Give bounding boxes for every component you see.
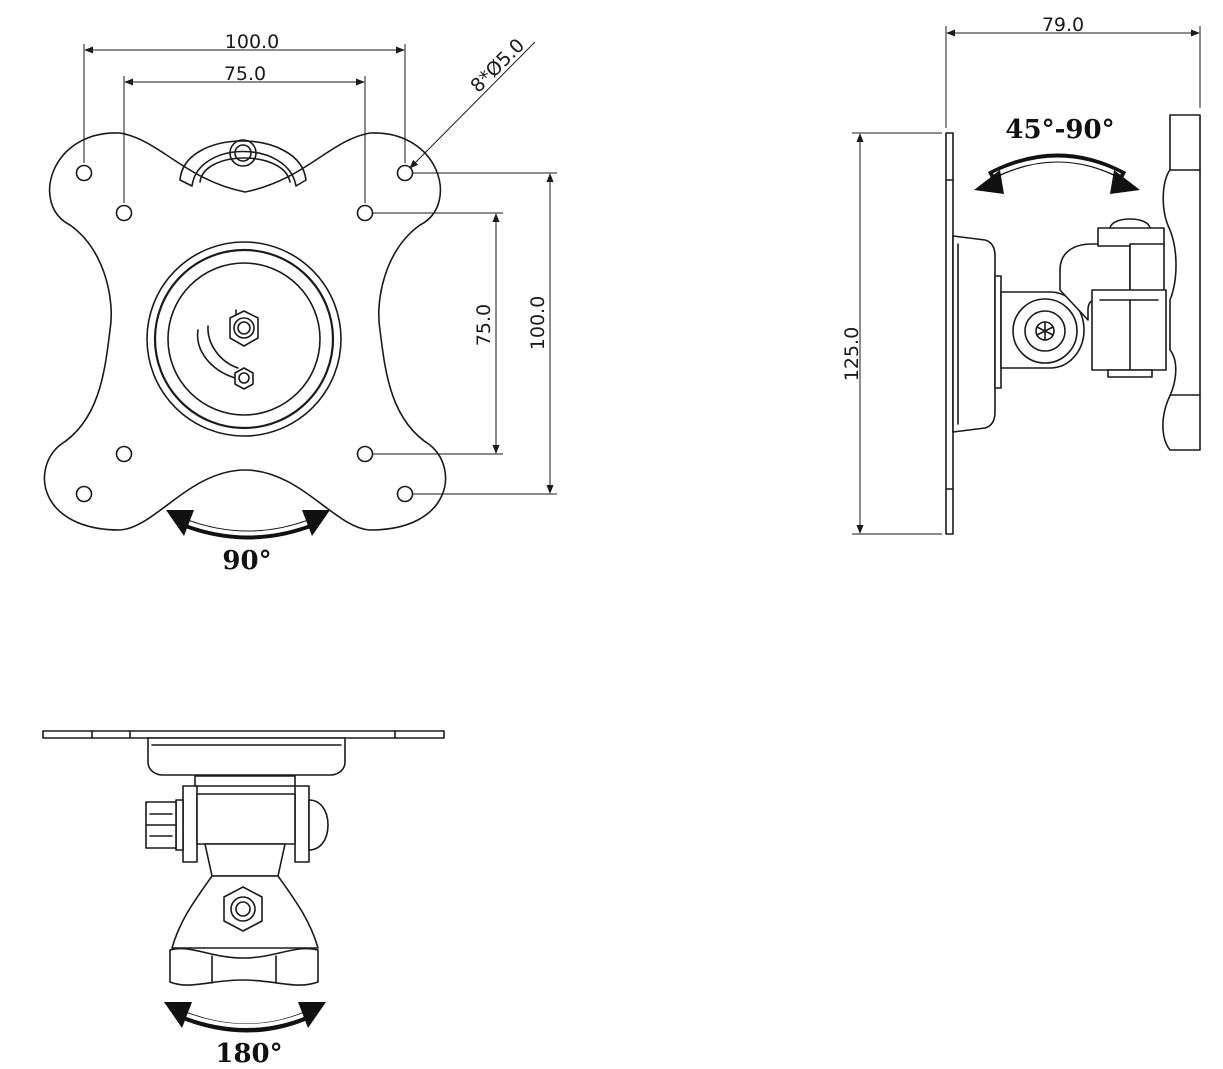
tilt-label: 45°-90° [1005, 115, 1114, 145]
swivel-label: 180° [215, 1039, 282, 1069]
dim-side-depth: 79.0 [1042, 14, 1084, 36]
rotation-label: 90° [222, 546, 271, 576]
top-bracket [179, 139, 307, 187]
central-hub [146, 241, 342, 437]
side-bracket-block [1091, 289, 1167, 378]
side-upper-arm [1059, 218, 1165, 321]
bottom-knob [169, 947, 319, 986]
bottom-view: 180° [42, 730, 445, 1069]
vesa-plate-outline [43, 132, 447, 531]
side-wall-plate [945, 132, 954, 535]
front-view: 100.0 75.0 8*Ø5.0 75.0 100.0 90° [43, 31, 557, 576]
side-knuckle [1000, 291, 1085, 369]
side-base-hub [952, 235, 1002, 433]
dim-outer-width: 100.0 [225, 31, 279, 53]
bottom-clevis [145, 775, 329, 863]
bottom-hub [147, 737, 346, 776]
dim-inner-width: 75.0 [224, 63, 266, 85]
front-dimensions [83, 41, 557, 495]
dim-outer-height: 100.0 [527, 296, 549, 350]
dim-side-height: 125.0 [841, 327, 863, 381]
side-view: 79.0 125.0 45°-90° [841, 14, 1201, 535]
bottom-arm [171, 843, 319, 949]
tilt-arrow-icon [974, 153, 1140, 194]
rotation-arrow-icon [166, 510, 330, 540]
mounting-holes [75, 164, 414, 503]
dim-inner-height: 75.0 [473, 304, 495, 346]
swivel-arrow-icon [164, 1002, 326, 1033]
dim-hole-spec: 8*Ø5.0 [466, 34, 529, 97]
bottom-plate [42, 730, 445, 739]
side-monitor-plate [1162, 114, 1201, 451]
side-dimensions [852, 26, 1201, 535]
